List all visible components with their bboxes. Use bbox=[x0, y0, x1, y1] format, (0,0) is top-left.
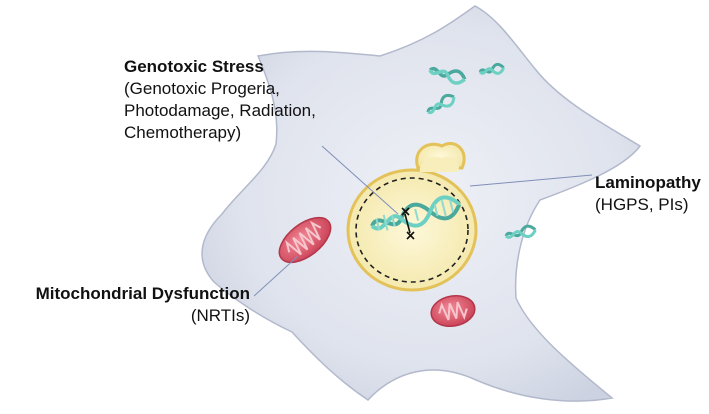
label-mitochondrial-dysfunction: Mitochondrial Dysfunction (NRTIs) bbox=[36, 283, 250, 327]
label-title: Genotoxic Stress bbox=[124, 57, 264, 76]
leader-line-mito bbox=[253, 255, 299, 297]
dna-fragment bbox=[504, 224, 537, 239]
dna-fragment bbox=[426, 93, 456, 115]
mitochondrion bbox=[278, 216, 332, 264]
label-line: Chemotherapy) bbox=[124, 123, 242, 142]
label-title: Laminopathy bbox=[595, 173, 701, 192]
label-line: (NRTIs) bbox=[190, 306, 250, 325]
label-title: Mitochondrial Dysfunction bbox=[35, 284, 250, 303]
nucleus-bleb-cover bbox=[419, 156, 459, 172]
label-line: (Genotoxic Progeria, bbox=[124, 79, 280, 98]
leader-line-genotoxic bbox=[321, 145, 399, 215]
mitochondrion bbox=[430, 294, 476, 328]
leader-line-laminopathy bbox=[469, 174, 593, 187]
dna-fragment bbox=[478, 62, 506, 75]
label-genotoxic-stress: Genotoxic Stress (Genotoxic Progeria, Ph… bbox=[124, 56, 316, 144]
dna-helix-damaged bbox=[370, 195, 462, 231]
dna-fragment bbox=[428, 66, 467, 85]
label-line: Photodamage, Radiation, bbox=[124, 101, 316, 120]
dna-break-marks bbox=[401, 207, 415, 240]
nuclear-lamina bbox=[355, 177, 469, 283]
label-line: (HGPS, PIs) bbox=[595, 195, 689, 214]
nucleus bbox=[346, 168, 478, 292]
label-laminopathy: Laminopathy (HGPS, PIs) bbox=[595, 172, 701, 216]
